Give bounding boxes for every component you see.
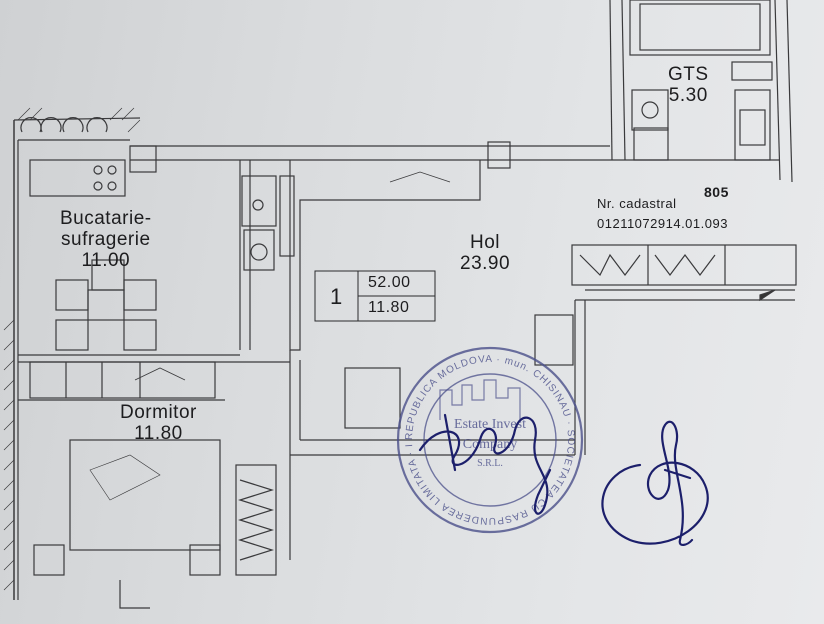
summary-living-area: 11.80 [368, 299, 410, 316]
stove-burners [20, 117, 108, 133]
dining-table [55, 259, 157, 351]
hall-wardrobe [571, 244, 797, 302]
cadastral-label: Nr. cadastral [597, 196, 677, 211]
stamp-company-name: Estate Invest [454, 417, 526, 432]
hall-shelf [534, 314, 574, 366]
room-bedroom-name: Dormitor [120, 402, 197, 423]
summary-total-area: 52.00 [368, 274, 411, 291]
signature-1 [418, 413, 552, 515]
room-hol-name: Hol [470, 232, 501, 253]
kitchen-appliances [241, 175, 295, 271]
room-gts: GTS 5.30 [668, 64, 709, 106]
wardrobe-units [29, 361, 277, 576]
room-gts-name: GTS [668, 64, 709, 85]
summary-box [314, 270, 436, 322]
room-kitchen-name-2: sufragerie [61, 229, 151, 250]
signature-2 [601, 420, 709, 546]
bathroom-fixtures [629, 0, 773, 161]
room-kitchen: Bucatarie- sufragerie 11.00 [60, 208, 152, 271]
kitchen-counter [29, 141, 511, 197]
room-bedroom-area: 11.80 [134, 423, 183, 444]
room-kitchen-area: 11.00 [81, 250, 131, 271]
wall-hatching [3, 107, 141, 591]
bed [33, 439, 221, 609]
stamp-company-legal-form: S.R.L. [477, 458, 503, 469]
hall-cabinet [344, 367, 401, 429]
room-kitchen-name-1: Bucatarie- [60, 208, 152, 229]
cadastral-number: 01211072914.01.093 [597, 216, 728, 231]
summary-rooms-count: 1 [330, 284, 343, 309]
room-hol-area: 23.90 [460, 253, 511, 274]
room-gts-area: 5.30 [668, 85, 708, 106]
door-swings [134, 171, 451, 381]
room-hol: Hol 23.90 [460, 232, 510, 274]
apartment-number: 805 [704, 184, 729, 200]
room-bedroom: Dormitor 11.80 [120, 402, 197, 444]
